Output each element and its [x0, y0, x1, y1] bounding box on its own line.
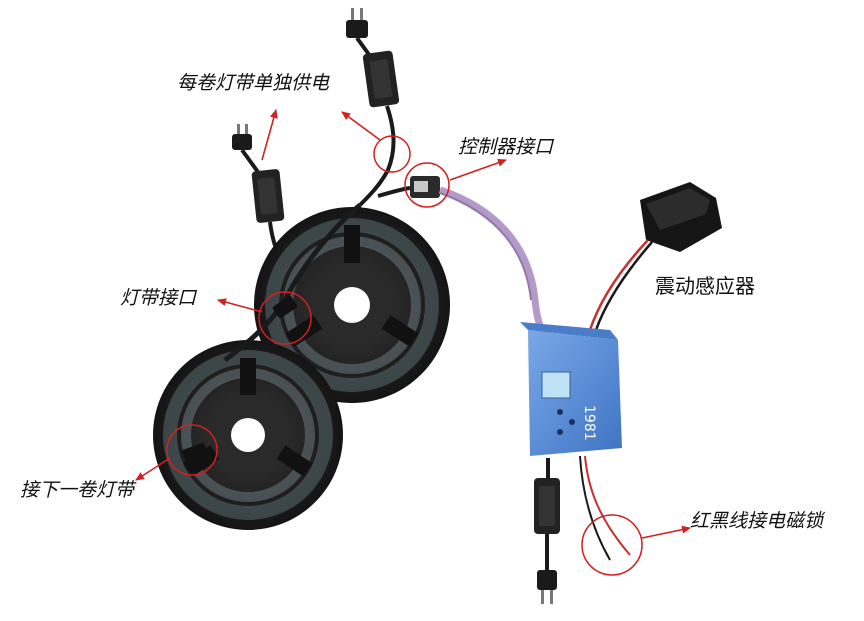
- label-strip-port: 灯带接口: [120, 287, 197, 309]
- led-reel-icon: [254, 207, 450, 403]
- label-next-roll: 接下一卷灯带: [20, 479, 135, 501]
- label-controller-port: 控制器接口: [458, 136, 554, 158]
- power-adapter-icon: [362, 50, 400, 108]
- arrow: [341, 111, 381, 141]
- highlight-circle: [404, 162, 450, 208]
- arrow: [135, 457, 171, 481]
- arrow: [641, 525, 691, 539]
- label-power-each-roll: 每卷灯带单独供电: [177, 72, 330, 94]
- plug-icon: [346, 8, 368, 38]
- arrow: [261, 109, 278, 161]
- connector-icon: [410, 176, 440, 198]
- highlight-circle: [581, 514, 643, 576]
- arrow: [217, 298, 263, 313]
- highlight-circle: [166, 424, 218, 476]
- svg-text:1981: 1981: [581, 405, 597, 441]
- highlight-circle: [258, 291, 312, 345]
- highlight-circle: [373, 135, 411, 173]
- label-red-black-wire: 红黑线接电磁锁: [690, 510, 824, 532]
- led-reel-icon: [153, 340, 343, 530]
- arrow: [449, 158, 507, 181]
- power-adapter-icon: [251, 169, 285, 223]
- label-vibration-sensor: 震动感应器: [655, 274, 755, 298]
- controller-box-icon: 1981: [520, 322, 622, 456]
- power-adapter-icon: [534, 478, 560, 534]
- plug-icon: [537, 570, 557, 604]
- plug-icon: [232, 124, 252, 150]
- vibration-sensor-icon: [640, 182, 722, 252]
